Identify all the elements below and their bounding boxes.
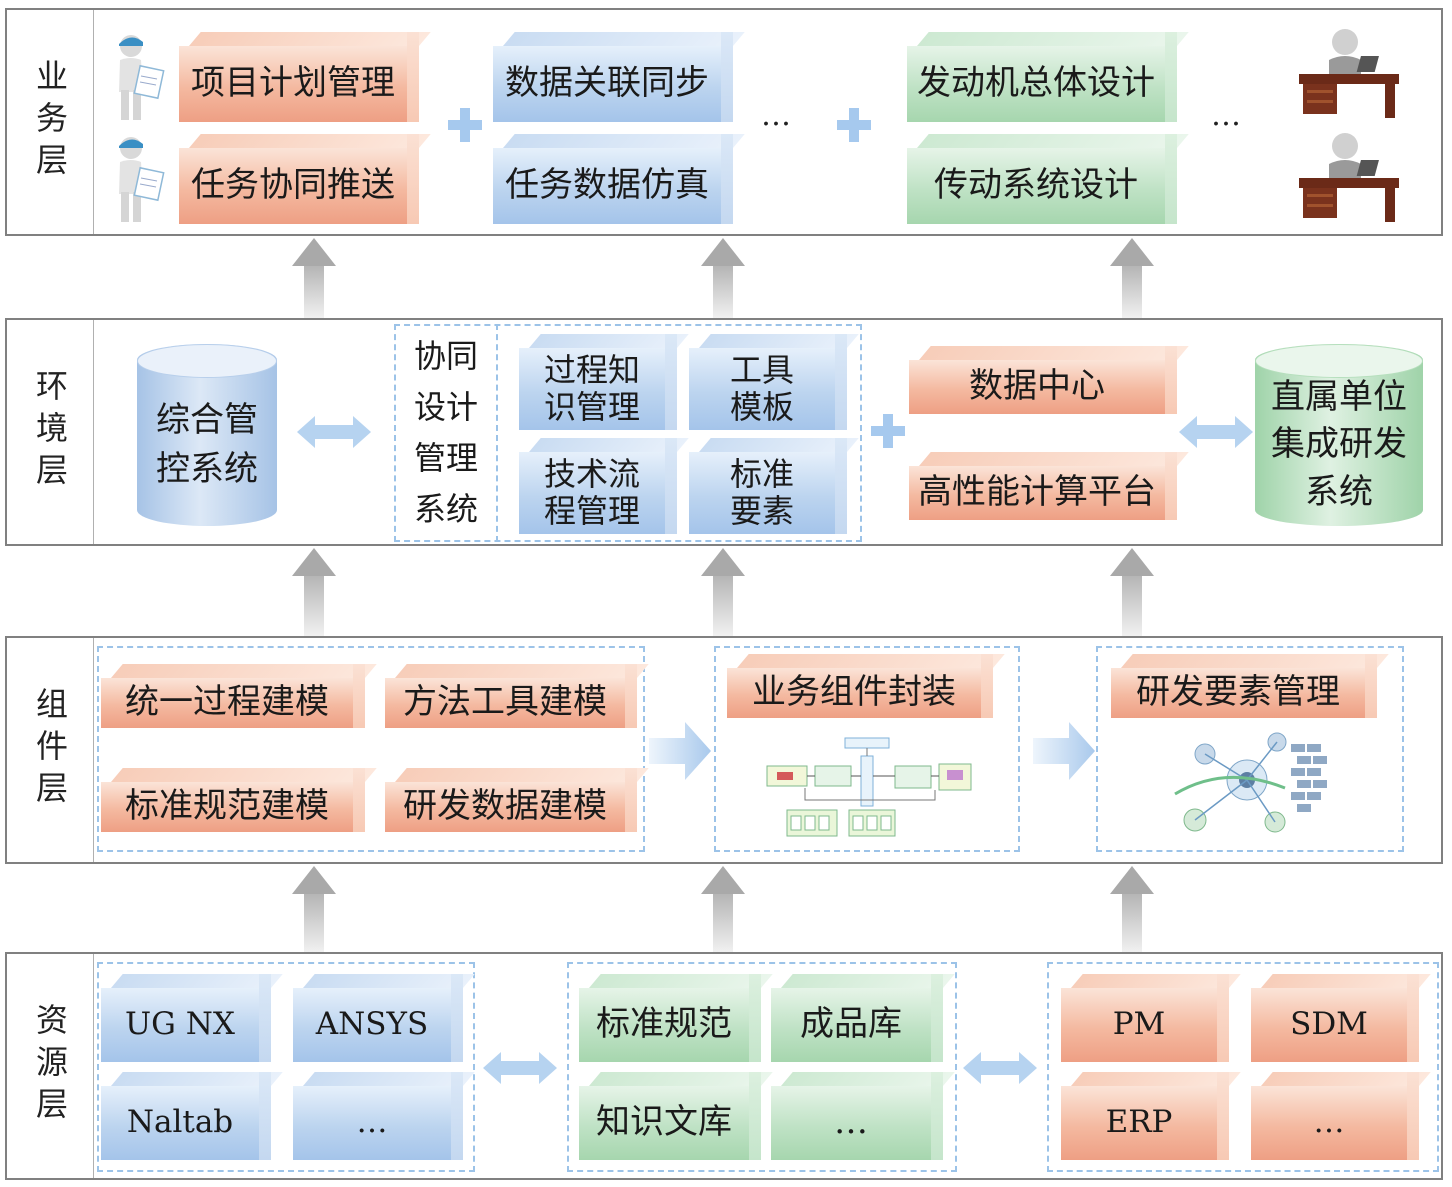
- collab-system-divider: [496, 324, 498, 542]
- tool-naltab: Naltab: [101, 1072, 271, 1160]
- mgmt-system-cylinder: 综合管控系统: [137, 344, 277, 526]
- tool-ugnx: UG NX: [101, 974, 271, 1062]
- double-arrow-icon: [483, 1052, 557, 1084]
- encapsulation-group: [714, 646, 1020, 852]
- collab-item-tool-template: 工具模板: [689, 334, 847, 430]
- person-desk-icon: [1299, 133, 1399, 222]
- right-arrow-icon: [649, 722, 711, 780]
- collab-item-standard-element: 标准要素: [689, 438, 847, 534]
- business-ellipsis: …: [761, 98, 791, 133]
- business-item-task-push: 任务协同推送: [179, 134, 419, 224]
- business-item-project-plan: 项目计划管理: [179, 32, 419, 122]
- plus-icon: [837, 108, 871, 142]
- system-erp: ERP: [1061, 1072, 1229, 1160]
- modeling-item-process: 统一过程建模: [101, 664, 365, 728]
- right-arrow-icon: [1033, 722, 1095, 780]
- tools-group: [97, 962, 475, 1172]
- resource-layer: 资源层 UG NX ANSYS Naltab … 标准规范 成品库 知识文库 ……: [5, 952, 1443, 1180]
- libraries-group: [567, 962, 957, 1172]
- element-mgmt-group: [1096, 646, 1404, 852]
- double-arrow-icon: [297, 416, 371, 448]
- business-ellipsis: …: [1211, 98, 1241, 133]
- business-item-data-sync: 数据关联同步: [493, 32, 733, 122]
- up-arrow-icon: [701, 548, 745, 636]
- business-layer: 业务层 项目计划管理 任务协同推送 数据关联同步 任务数据仿真 … 发动机总体设…: [5, 8, 1443, 236]
- encapsulation-title: 业务组件封装: [727, 654, 993, 718]
- modeling-item-method-tool: 方法工具建模: [385, 664, 637, 728]
- collab-item-process-knowledge: 过程知识管理: [519, 334, 677, 430]
- double-arrow-icon: [1179, 416, 1253, 448]
- collab-system-group: [394, 324, 862, 542]
- collab-system-title: 协同设计管理系统: [413, 336, 478, 529]
- component-layer-label: 组件层: [7, 638, 94, 862]
- system-sdm: SDM: [1251, 974, 1419, 1062]
- library-standards: 标准规范: [579, 974, 761, 1062]
- person-desk-icon: [1299, 29, 1399, 118]
- hpc-platform-box: 高性能计算平台: [909, 452, 1177, 520]
- modeling-item-rd-data: 研发数据建模: [385, 768, 637, 832]
- component-diagram-thumbnail: [766, 737, 972, 837]
- up-arrow-icon: [701, 866, 745, 952]
- person-clipboard-icon: [119, 137, 165, 222]
- library-products: 成品库: [771, 974, 943, 1062]
- modeling-item-standard: 标准规范建模: [101, 768, 365, 832]
- system-pm: PM: [1061, 974, 1229, 1062]
- tool-more: …: [293, 1072, 463, 1160]
- environment-layer: 环境层 综合管控系统 协同设计管理系统 过程知识管理 工具模板 技术流程管理 标…: [5, 318, 1443, 546]
- business-item-engine-design: 发动机总体设计: [907, 32, 1177, 122]
- person-clipboard-icon: [119, 35, 165, 120]
- double-arrow-icon: [963, 1052, 1037, 1084]
- tool-ansys: ANSYS: [293, 974, 463, 1062]
- up-arrow-icon: [292, 238, 336, 318]
- up-arrow-icon: [701, 238, 745, 318]
- up-arrow-icon: [1110, 548, 1154, 636]
- business-item-transmission-design: 传动系统设计: [907, 134, 1177, 224]
- resource-layer-label: 资源层: [7, 954, 94, 1178]
- up-arrow-icon: [1110, 238, 1154, 318]
- system-more: …: [1251, 1072, 1419, 1160]
- systems-group: [1047, 962, 1439, 1172]
- data-center-box: 数据中心: [909, 346, 1177, 414]
- up-arrow-icon: [292, 548, 336, 636]
- element-mgmt-title: 研发要素管理: [1111, 654, 1377, 718]
- plus-icon: [871, 414, 905, 448]
- component-layer: 组件层 统一过程建模 方法工具建模 标准规范建模 研发数据建模 业务组件封装 研…: [5, 636, 1443, 864]
- up-arrow-icon: [292, 866, 336, 952]
- library-knowledge: 知识文库: [579, 1072, 761, 1160]
- environment-layer-label: 环境层: [7, 320, 94, 544]
- plus-icon: [448, 108, 482, 142]
- modeling-group: [97, 646, 645, 852]
- element-network-thumbnail: [1174, 732, 1327, 833]
- collab-item-tech-flow: 技术流程管理: [519, 438, 677, 534]
- unit-system-cylinder: 直属单位集成研发系统: [1255, 344, 1423, 526]
- library-more: …: [771, 1072, 943, 1160]
- up-arrow-icon: [1110, 866, 1154, 952]
- business-item-task-sim: 任务数据仿真: [493, 134, 733, 224]
- business-layer-label: 业务层: [7, 10, 94, 234]
